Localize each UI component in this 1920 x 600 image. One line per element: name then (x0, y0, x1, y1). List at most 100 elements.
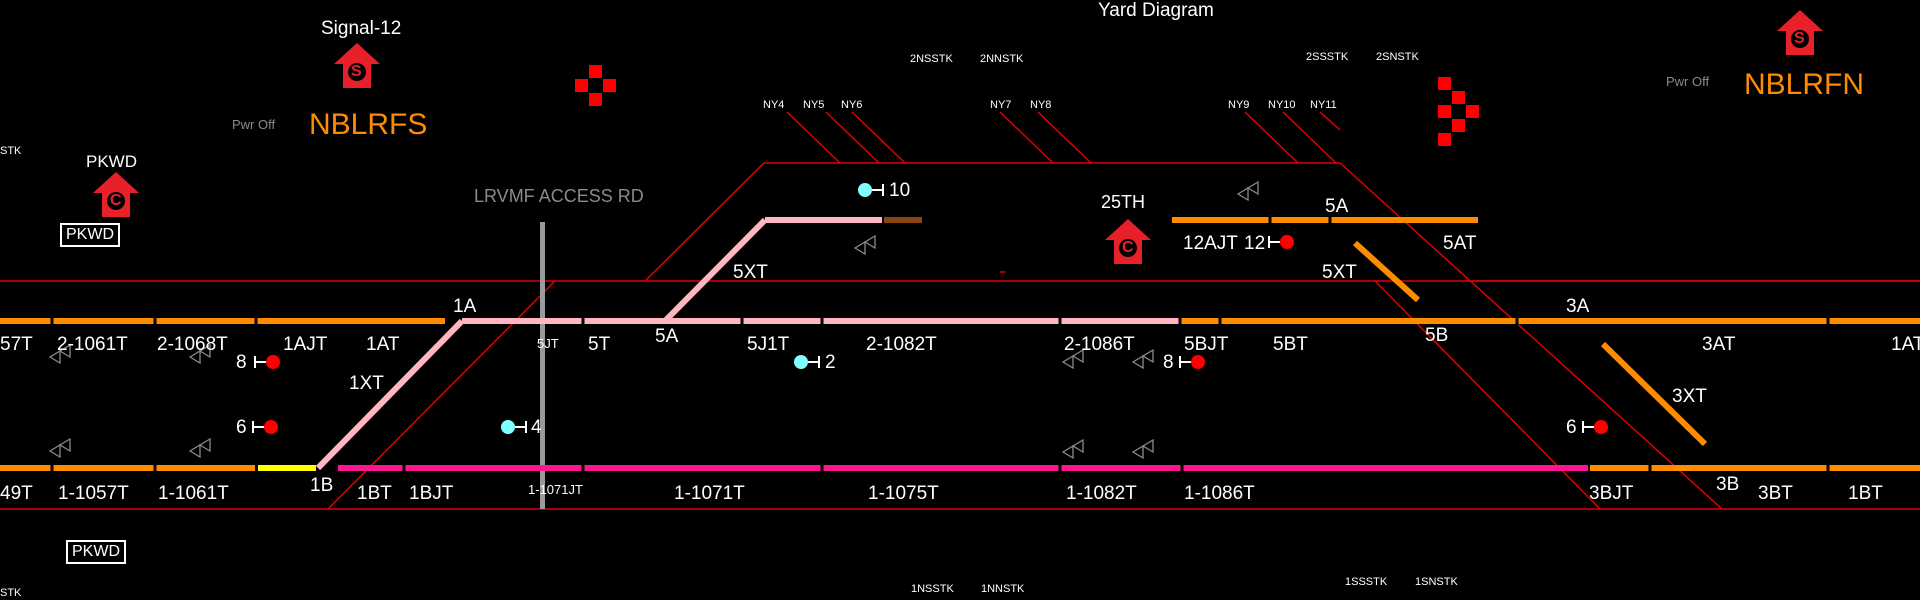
track-1a[interactable]: 1A (453, 296, 477, 317)
track-5a-lower[interactable]: 5A (655, 326, 679, 347)
track-1xt[interactable]: 1XT (349, 373, 384, 394)
track-3xt[interactable]: 3XT (1672, 386, 1707, 407)
track-5bjt[interactable]: 5BJT (1184, 334, 1229, 355)
signal-number-8-left: 8 (236, 352, 247, 373)
track-5a-upper[interactable]: 5A (1325, 196, 1349, 217)
track-joints (50, 215, 1830, 473)
track-1-1071jt[interactable]: 1-1071JT (528, 482, 583, 497)
signal-4[interactable] (501, 420, 527, 434)
track-2-1068t[interactable]: 2-1068T (157, 334, 228, 355)
track-1at[interactable]: 1AT (366, 334, 400, 355)
s-glyph-right: S (1794, 30, 1805, 47)
signal-2[interactable] (794, 355, 820, 369)
yard-track-ny11[interactable]: NY11 (1310, 99, 1337, 111)
stub-2nsstk: 2NSSTK (910, 53, 953, 65)
signal-12-label: Signal-12 (321, 18, 402, 39)
stub-1nsstk: 1NSSTK (911, 583, 954, 595)
track-1bt-right[interactable]: 1BT (1848, 483, 1883, 504)
signal-number-4: 4 (531, 417, 542, 438)
yard-track-ny4[interactable]: NY4 (763, 99, 785, 111)
track-5xt-left[interactable]: 5XT (733, 262, 768, 283)
track-1-1057t[interactable]: 1-1057T (58, 483, 129, 504)
track-12ajt[interactable]: 12AJT (1183, 233, 1238, 254)
track-2-1082t[interactable]: 2-1082T (866, 334, 937, 355)
track-1bjt[interactable]: 1BJT (409, 483, 454, 504)
yard-track-ny10[interactable]: NY10 (1268, 99, 1296, 111)
track-1at-right[interactable]: 1AT (1891, 334, 1920, 355)
track-5b[interactable]: 5B (1425, 325, 1449, 346)
yard-track-ny6[interactable]: NY6 (841, 99, 863, 111)
track-3bjt[interactable]: 3BJT (1589, 483, 1634, 504)
track-1b[interactable]: 1B (310, 475, 334, 496)
track-3at[interactable]: 3AT (1702, 334, 1736, 355)
track-1-1075t[interactable]: 1-1075T (868, 483, 939, 504)
track-3a[interactable]: 3A (1566, 296, 1590, 317)
crossover-5xt-right[interactable] (1352, 240, 1421, 303)
stub-edge-bottom: STK (0, 587, 22, 599)
signal-12[interactable] (1268, 235, 1294, 249)
signal-6-right[interactable] (1582, 420, 1608, 434)
crossover-1xt[interactable] (315, 318, 465, 471)
yard-track-ny7[interactable]: NY7 (990, 99, 1012, 111)
track-5at[interactable]: 5AT (1443, 233, 1477, 254)
signal-8-left[interactable] (254, 355, 280, 369)
track-57t[interactable]: 57T (0, 334, 33, 355)
page-title: Yard Diagram (1098, 0, 1214, 21)
c-glyph-25th: C (1122, 239, 1134, 256)
crossover-5xt-left[interactable] (662, 217, 768, 324)
s-glyph-left: S (351, 63, 362, 80)
yard-track-ny8[interactable]: NY8 (1030, 99, 1052, 111)
signal-25th-label: 25TH (1101, 192, 1146, 212)
crossover-3xt[interactable] (1600, 341, 1708, 447)
track-1-1082t[interactable]: 1-1082T (1066, 483, 1137, 504)
stub-edge-top: STK (0, 145, 22, 157)
signal-number-10: 10 (889, 180, 911, 201)
track-1-1061t[interactable]: 1-1061T (158, 483, 229, 504)
track-3b[interactable]: 3B (1716, 474, 1740, 495)
track-2-1061t[interactable]: 2-1061T (57, 334, 128, 355)
signal-8-right[interactable] (1179, 355, 1205, 369)
checker-icon-left (575, 65, 616, 106)
signal-number-6-right: 6 (1566, 417, 1577, 438)
yard-track-ny9[interactable]: NY9 (1228, 99, 1250, 111)
track-1-1086t[interactable]: 1-1086T (1184, 483, 1255, 504)
track-1-1071t[interactable]: 1-1071T (674, 483, 745, 504)
track-49t[interactable]: 49T (0, 483, 33, 504)
c-signal-icon-pkwd[interactable] (93, 172, 139, 217)
s-signal-icon-right[interactable] (1777, 10, 1823, 55)
signal-number-12: 12 (1244, 233, 1266, 254)
yard-lead-lines (786, 111, 1341, 164)
c-glyph-pkwd: C (110, 192, 122, 209)
stub-2snstk: 2SNSTK (1376, 51, 1419, 63)
stub-1snstk: 1SNSTK (1415, 576, 1458, 588)
nblrfs-label[interactable]: NBLRFS (309, 108, 428, 141)
lrvmf-access-rd: LRVMF ACCESS RD (474, 186, 644, 206)
track-1ajt[interactable]: 1AJT (283, 334, 328, 355)
track-1bt[interactable]: 1BT (357, 483, 392, 504)
c-signal-icon-25th[interactable] (1105, 219, 1151, 264)
pkwd-box-top[interactable]: PKWD (60, 223, 120, 247)
nblrfn-label[interactable]: NBLRFN (1744, 68, 1865, 101)
s-signal-icon-left[interactable] (334, 43, 380, 88)
platform-marker (540, 222, 545, 509)
bowtie-symbols (48, 180, 1259, 460)
track-2-1086t[interactable]: 2-1086T (1064, 334, 1135, 355)
track-5jt[interactable]: 5JT (537, 336, 559, 351)
stub-1nnstk: 1NNSTK (981, 583, 1025, 595)
stub-2ssstk: 2SSSTK (1306, 51, 1349, 63)
stub-2nnstk: 2NNSTK (980, 53, 1024, 65)
pwr-off-right: Pwr Off (1666, 74, 1710, 89)
pwr-off-left: Pwr Off (232, 117, 276, 132)
signal-6-left[interactable] (252, 420, 278, 434)
pkwd-box-bottom[interactable]: PKWD (66, 540, 126, 564)
track-5xt-right[interactable]: 5XT (1322, 262, 1357, 283)
stub-1ssstk: 1SSSTK (1345, 576, 1388, 588)
track-5bt[interactable]: 5BT (1273, 334, 1308, 355)
signal-number-2: 2 (825, 352, 836, 373)
track-5t[interactable]: 5T (588, 334, 611, 355)
signal-10[interactable] (858, 183, 884, 197)
yard-track-ny5[interactable]: NY5 (803, 99, 825, 111)
track-5j1t[interactable]: 5J1T (747, 334, 790, 355)
track-3bt[interactable]: 3BT (1758, 483, 1793, 504)
